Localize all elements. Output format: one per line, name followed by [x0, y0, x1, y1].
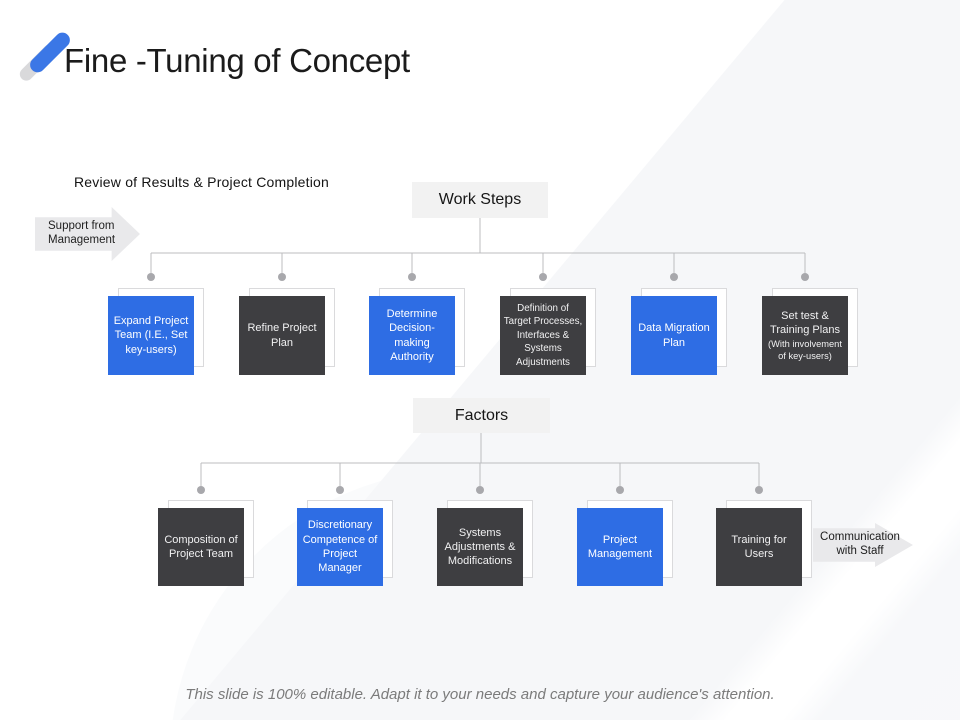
node-label: Definition of Target Processes, Interfac… — [503, 302, 583, 368]
factor-node-discretionary-competence: Discretionary Competence of Project Mana… — [297, 500, 393, 586]
work-steps-label: Work Steps — [438, 191, 522, 208]
node-label: Set test & Training Plans — [770, 309, 840, 336]
factors-header: Factors — [413, 398, 550, 433]
factors-label: Factors — [454, 406, 509, 424]
node-label: Training for Users — [731, 533, 787, 560]
work-step-node-determine-authority: Determine Decision-making Authority — [369, 288, 465, 375]
work-step-node-expand-project-team: Expand Project Team (I.E., Set key-users… — [108, 288, 204, 375]
work-step-node-set-test-training-plans: Set test & Training Plans (With involvem… — [762, 288, 858, 375]
node-label: Data Migration Plan — [638, 322, 710, 349]
page-title: Fine -Tuning of Concept — [64, 42, 410, 79]
node-label: Project Management — [587, 533, 653, 560]
factor-node-systems-adjustments: Systems Adjustments & Modifications — [437, 500, 533, 586]
node-sublabel: (With involvement of key-users) — [768, 339, 842, 362]
factor-node-composition-of-project-team: Composition of Project Team — [158, 500, 254, 586]
node-label: Determine Decision-making Authority — [386, 307, 438, 363]
node-label: Systems Adjustments & Modifications — [444, 526, 516, 568]
factor-node-training-for-users: Training for Users — [716, 500, 812, 586]
work-step-node-data-migration-plan: Data Migration Plan — [631, 288, 727, 375]
support-from-management-label: Support from Management — [48, 220, 116, 246]
support-from-management-arrow: Support from Management — [35, 207, 140, 261]
communication-with-staff-arrow: Communication with Staff — [813, 523, 913, 567]
node-label: Refine Project Plan — [247, 322, 317, 349]
communication-with-staff-label: Communication with Staff — [820, 531, 900, 557]
review-completion-label: Review of Results & Project Completion — [74, 174, 330, 190]
node-label: Expand Project Team (I.E., Set key-users… — [113, 315, 189, 356]
editable-footer-note: This slide is 100% editable. Adapt it to… — [185, 686, 775, 703]
node-label: Discretionary Competence of Project Mana… — [302, 519, 378, 575]
work-step-node-definition-target-processes: Definition of Target Processes, Interfac… — [500, 288, 596, 375]
work-step-node-refine-project-plan: Refine Project Plan — [239, 288, 335, 375]
work-steps-header: Work Steps — [412, 182, 548, 218]
factor-node-project-management: Project Management — [577, 500, 673, 586]
node-label: Composition of Project Team — [164, 533, 238, 560]
